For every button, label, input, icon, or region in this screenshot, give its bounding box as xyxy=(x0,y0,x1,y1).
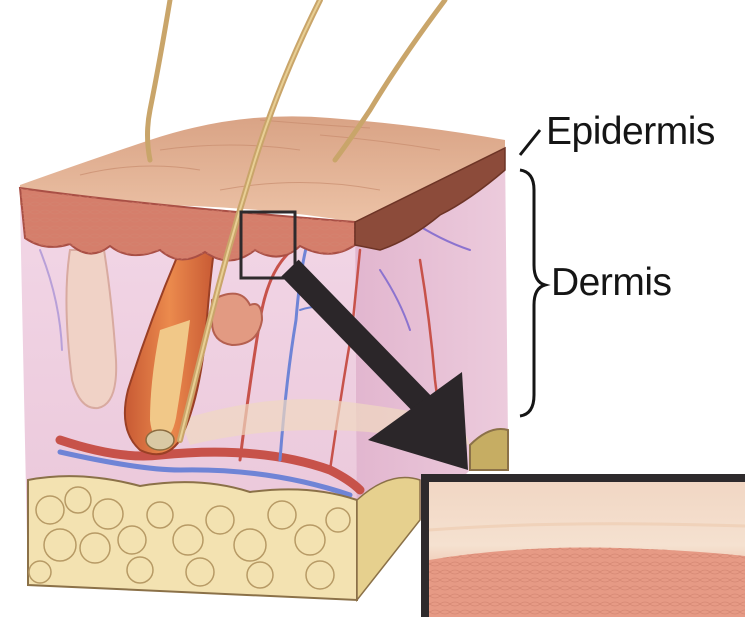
epidermis-label: Epidermis xyxy=(546,110,715,154)
dermis-bracket-icon xyxy=(520,170,545,416)
zoom-inset xyxy=(425,478,745,617)
epidermis-leader-line xyxy=(520,130,540,155)
dermis-label: Dermis xyxy=(551,261,672,305)
